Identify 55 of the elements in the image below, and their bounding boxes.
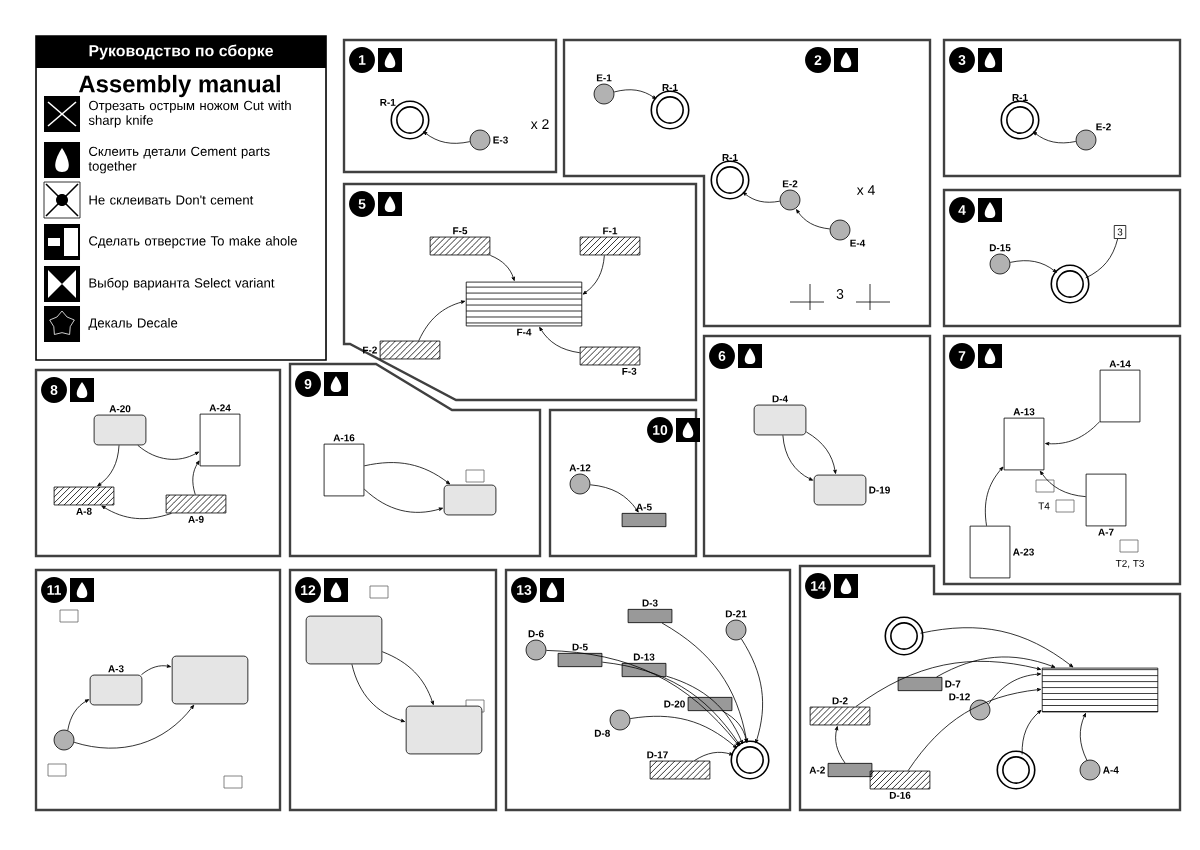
arrow — [539, 326, 581, 354]
arrow — [920, 627, 1074, 668]
arrow — [782, 434, 814, 481]
arrow — [545, 650, 740, 747]
arrow — [661, 622, 749, 743]
part-drawing — [443, 484, 497, 516]
wheel-drawing — [53, 729, 75, 751]
arrow — [1009, 260, 1057, 273]
arrow — [137, 444, 200, 460]
arrow — [855, 661, 1042, 708]
arrow — [629, 715, 738, 749]
heading: Assembly manual — [78, 74, 280, 98]
wheel-drawing — [996, 750, 1036, 790]
part-drawing — [305, 615, 383, 665]
arrow — [722, 710, 748, 743]
arrow — [907, 688, 1042, 772]
arrow — [589, 484, 639, 513]
arrow — [665, 675, 743, 745]
arrow — [796, 209, 831, 230]
arrow — [1032, 131, 1077, 144]
arrow — [73, 704, 195, 749]
arrow — [805, 431, 837, 474]
arrow — [988, 672, 1042, 705]
arrow — [489, 255, 515, 281]
arrow — [381, 651, 434, 706]
arrow — [101, 505, 172, 520]
arrow — [742, 191, 781, 203]
arrow — [192, 460, 200, 496]
arrow — [613, 89, 657, 100]
arrow — [1045, 421, 1101, 446]
part-drawing — [405, 705, 483, 755]
wheel-drawing — [730, 740, 770, 780]
arrow — [693, 751, 734, 762]
arrow — [936, 656, 1056, 678]
arrow — [351, 663, 406, 723]
part-drawing — [1041, 667, 1159, 713]
leader-line — [1085, 238, 1119, 279]
arrow — [97, 444, 120, 487]
arrow — [423, 131, 471, 144]
wheel-drawing — [1050, 264, 1090, 304]
arrow — [582, 255, 605, 295]
arrow — [984, 466, 1004, 527]
arrow — [67, 699, 90, 731]
arrow — [363, 462, 451, 485]
arrow — [1079, 712, 1088, 761]
arrow — [1039, 470, 1087, 498]
part-drawing — [171, 655, 249, 705]
wheel-drawing — [884, 616, 924, 656]
arrow — [1021, 709, 1042, 755]
arrow — [363, 488, 443, 513]
arrow — [601, 661, 741, 746]
arrow — [141, 664, 172, 676]
arrow — [834, 726, 846, 764]
arrow — [740, 638, 763, 744]
arrow — [418, 300, 466, 342]
